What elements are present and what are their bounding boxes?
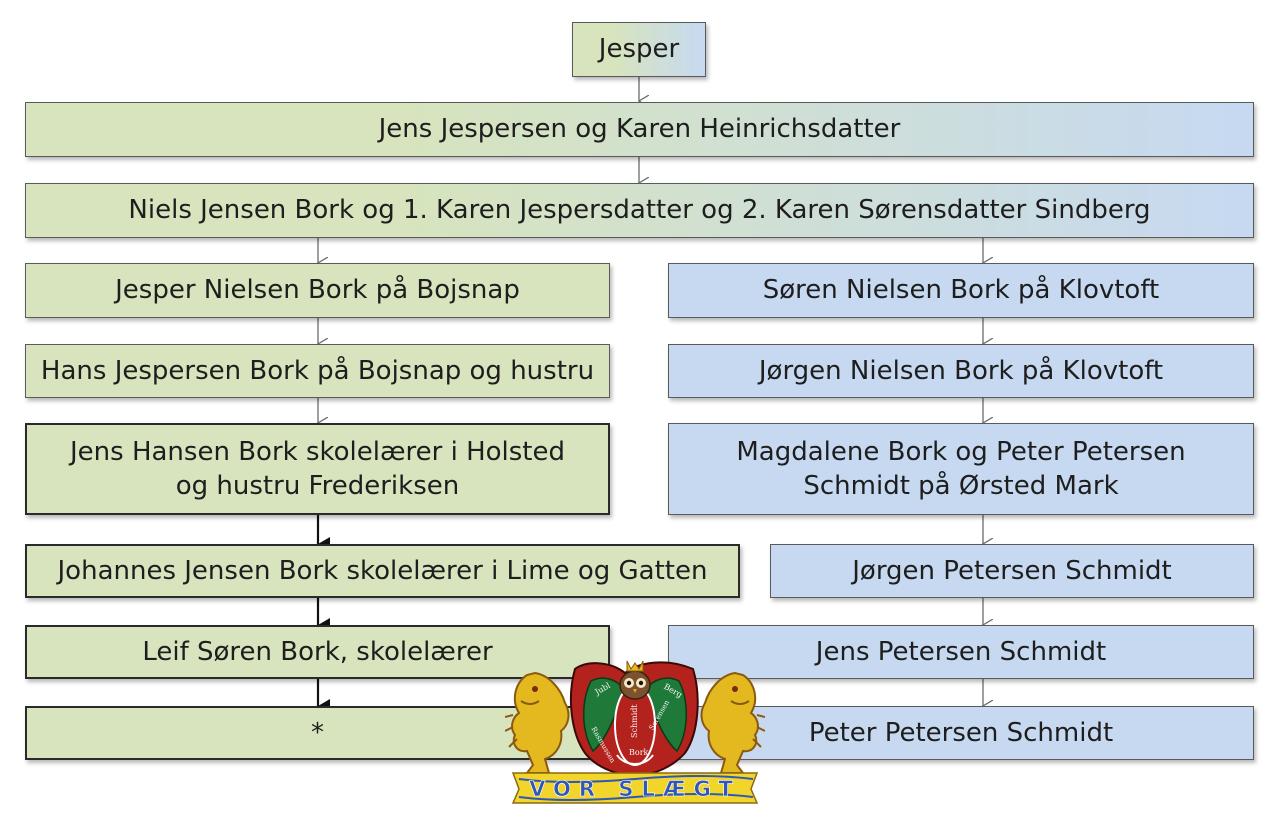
left-node-5: Leif Søren Bork, skolelærer	[25, 625, 610, 679]
left-node-6-label: *	[311, 717, 324, 748]
node-generation-2: Niels Jensen Bork og 1. Karen Jespersdat…	[25, 183, 1254, 238]
right-node-3: Magdalene Bork og Peter Petersen Schmidt…	[668, 423, 1254, 515]
left-node-3-label: Jens Hansen Bork skolelærer i Holsted og…	[70, 436, 565, 501]
right-lion-icon	[700, 671, 765, 774]
node-root: Jesper	[572, 22, 706, 77]
right-node-3-label: Magdalene Bork og Peter Petersen Schmidt…	[736, 436, 1186, 501]
left-node-4: Johannes Jensen Bork skolelærer i Lime o…	[25, 544, 740, 598]
left-node-1: Jesper Nielsen Bork på Bojsnap	[25, 263, 610, 318]
left-node-2: Hans Jespersen Bork på Bojsnap og hustru	[25, 344, 610, 398]
owl-icon	[619, 660, 651, 700]
right-node-4: Jørgen Petersen Schmidt	[770, 544, 1254, 598]
left-node-4-label: Johannes Jensen Bork skolelærer i Lime o…	[57, 555, 708, 586]
right-node-1-label: Søren Nielsen Bork på Klovtoft	[762, 275, 1160, 306]
left-node-3: Jens Hansen Bork skolelærer i Holsted og…	[25, 423, 610, 515]
node-generation-1: Jens Jespersen og Karen Heinrichsdatter	[25, 102, 1254, 157]
right-node-5: Jens Petersen Schmidt	[668, 625, 1254, 679]
right-node-1: Søren Nielsen Bork på Klovtoft	[668, 263, 1254, 318]
banner-icon	[511, 772, 759, 804]
shield-word-2: Bork	[629, 748, 649, 757]
right-node-2-label: Jørgen Nielsen Bork på Klovtoft	[758, 355, 1164, 386]
left-node-2-label: Hans Jespersen Bork på Bojsnap og hustru	[40, 355, 595, 386]
left-node-1-label: Jesper Nielsen Bork på Bojsnap	[115, 275, 520, 306]
shield-word-3: Schmidt	[630, 704, 639, 738]
right-node-2: Jørgen Nielsen Bork på Klovtoft	[668, 344, 1254, 398]
right-node-4-label: Jørgen Petersen Schmidt	[852, 555, 1172, 586]
banner-text: VOR SLÆGT	[529, 777, 741, 801]
vor-slaegt-coat-of-arms-logo: Jubl Bork Schmidt Rasmussen Sørensen Ber…	[505, 660, 765, 804]
left-node-5-label: Leif Søren Bork, skolelærer	[142, 636, 493, 667]
node-generation-2-label: Niels Jensen Bork og 1. Karen Jespersdat…	[128, 195, 1151, 226]
shield-icon	[569, 661, 699, 779]
left-lion-icon	[505, 671, 570, 774]
right-node-5-label: Jens Petersen Schmidt	[815, 636, 1107, 667]
node-generation-1-label: Jens Jespersen og Karen Heinrichsdatter	[378, 114, 901, 145]
right-node-6-label: Peter Petersen Schmidt	[808, 717, 1114, 748]
node-root-label: Jesper	[598, 34, 680, 65]
